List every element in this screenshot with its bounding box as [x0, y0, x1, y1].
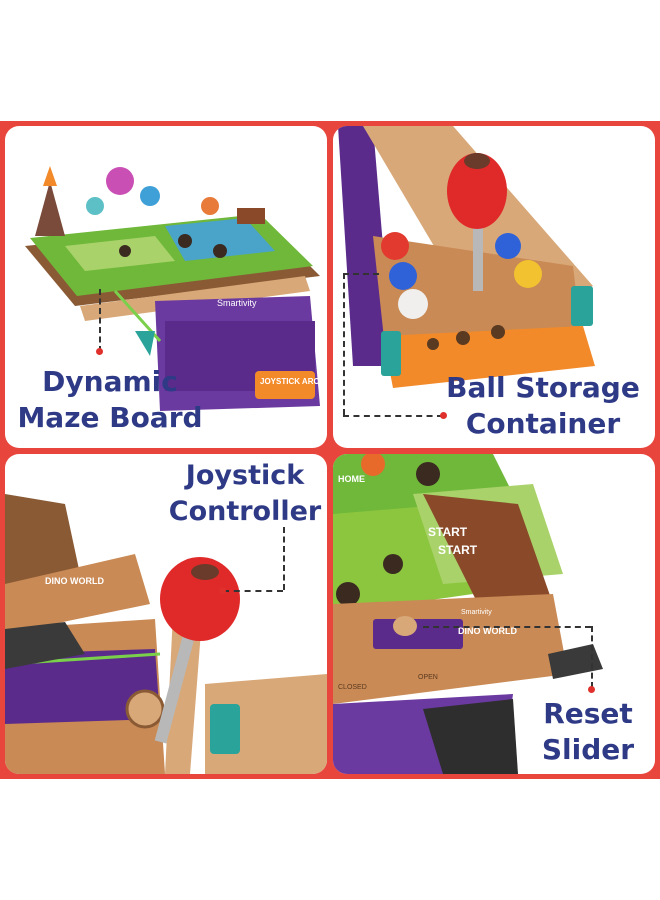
- storage-callout-line-v: [343, 273, 345, 415]
- arcade-maze-mark: JOYSTICK ARCADE MAZE: [260, 377, 327, 386]
- panel-dynamic-maze-board: Smartivity JOYSTICK ARCADE MAZE Dynamic …: [5, 126, 327, 448]
- panel-ball-storage-container: Ball Storage Container: [333, 126, 655, 448]
- ball-storage-label: Ball Storage Container: [443, 370, 643, 442]
- reset-callout-dot: [588, 686, 595, 693]
- joystick-label: Joystick Controller: [165, 458, 325, 530]
- home-mark: HOME: [338, 474, 365, 484]
- dino-world-mark-1: DINO WORLD: [45, 576, 104, 586]
- joystick-callout-line-v: [283, 527, 285, 590]
- joystick-illustration: DINO WORLD: [5, 494, 327, 774]
- ball-storage-illustration: [338, 126, 595, 388]
- storage-callout-dot: [440, 412, 447, 419]
- reset-slider-label-line1: Reset: [543, 697, 633, 730]
- start-mark-2: START: [438, 543, 478, 557]
- ball-storage-label-line1: Ball Storage: [446, 371, 640, 404]
- reset-callout-line-h: [423, 626, 591, 628]
- panel-joystick-controller: DINO WORLD Joystick Controller: [5, 454, 327, 774]
- reset-slider-illustration: START START HOME DINO WORLD Smartivity C…: [333, 454, 603, 774]
- open-mark: OPEN: [418, 674, 438, 681]
- maze-board-label: Dynamic Maze Board: [5, 364, 215, 436]
- joystick-callout-line-h: [223, 590, 283, 592]
- ball-storage-label-line2: Container: [465, 407, 621, 440]
- panel-reset-slider: START START HOME DINO WORLD Smartivity C…: [333, 454, 655, 774]
- brand-mark-2: Smartivity: [461, 609, 492, 616]
- reset-callout-line-v: [591, 626, 593, 688]
- joystick-callout-dot: [219, 587, 226, 594]
- brand-mark-1: Smartivity: [217, 298, 257, 308]
- maze-board-label-line2: Maze Board: [17, 401, 203, 434]
- storage-callout-line-h1: [343, 273, 379, 275]
- maze-board-illustration: Smartivity JOYSTICK ARCADE MAZE: [25, 166, 327, 411]
- storage-callout-line-h2: [343, 415, 443, 417]
- reset-slider-label: Reset Slider: [533, 696, 643, 768]
- dino-world-mark-2: DINO WORLD: [458, 626, 517, 636]
- closed-mark: CLOSED: [338, 684, 367, 691]
- joystick-label-line2: Controller: [168, 496, 322, 527]
- maze-board-label-line1: Dynamic: [42, 365, 178, 398]
- reset-slider-label-line2: Slider: [541, 733, 635, 766]
- maze-callout-dot: [96, 348, 103, 355]
- joystick-label-line1: Joystick: [185, 460, 305, 491]
- start-mark-1: START: [428, 525, 468, 539]
- maze-callout-line: [99, 289, 101, 352]
